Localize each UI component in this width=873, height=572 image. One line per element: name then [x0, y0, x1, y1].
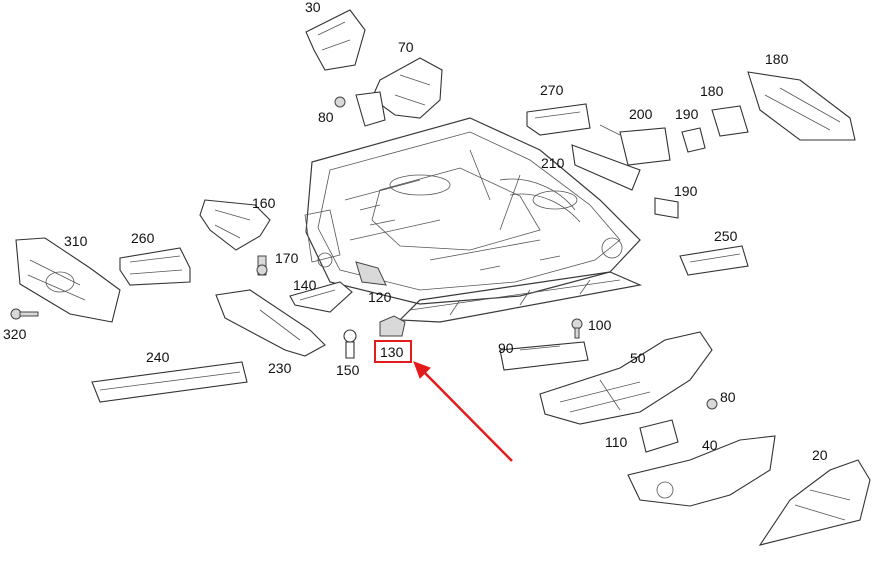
part-270	[526, 103, 591, 136]
part-130	[379, 315, 406, 337]
part-200	[599, 124, 671, 166]
part-260	[119, 247, 191, 286]
part-160	[199, 199, 271, 251]
label-40: 40	[702, 437, 718, 453]
label-180: 180	[700, 83, 724, 99]
part-50	[539, 331, 713, 425]
seat-frame	[304, 117, 643, 323]
label-80: 80	[720, 389, 736, 405]
part-120	[355, 261, 387, 286]
part-190-bottom	[654, 197, 679, 219]
part-240	[91, 361, 248, 403]
part-180-small	[711, 105, 749, 137]
part-30	[305, 9, 366, 71]
part-320	[10, 308, 39, 320]
part-labels: 30 70 80 270 200 190 180 180 210 190 160…	[3, 0, 828, 463]
highlight-arrow	[413, 361, 513, 462]
highlight-box	[374, 340, 412, 363]
label-110: 110	[605, 434, 628, 450]
label-80: 80	[318, 109, 334, 125]
part-180-large	[747, 71, 856, 141]
label-160: 160	[252, 195, 276, 211]
label-260: 260	[131, 230, 155, 246]
label-20: 20	[812, 447, 828, 463]
part-80-top	[334, 96, 346, 108]
label-250: 250	[714, 228, 738, 244]
label-200: 200	[629, 106, 653, 122]
label-140: 140	[293, 277, 317, 293]
part-210	[571, 144, 641, 191]
part-230	[215, 289, 326, 357]
part-190-top	[681, 127, 706, 153]
label-30: 30	[305, 0, 321, 15]
part-150	[343, 329, 357, 359]
part-250	[679, 245, 749, 276]
part-310	[15, 237, 121, 323]
part-140	[289, 281, 353, 313]
label-230: 230	[268, 360, 292, 376]
label-70: 70	[398, 39, 414, 55]
label-270: 270	[540, 82, 564, 98]
label-50: 50	[630, 350, 646, 366]
label-310: 310	[64, 233, 88, 249]
label-90: 90	[498, 340, 514, 356]
part-110	[639, 419, 679, 453]
label-190: 190	[674, 183, 698, 199]
label-120: 120	[368, 289, 392, 305]
label-180: 180	[765, 51, 789, 67]
label-130: 130	[380, 344, 404, 360]
label-190: 190	[675, 106, 699, 122]
part-20	[758, 459, 871, 546]
label-100: 100	[588, 317, 612, 333]
part-100	[571, 318, 583, 339]
part-70	[355, 57, 443, 127]
label-210: 210	[541, 155, 565, 171]
label-320: 320	[3, 326, 27, 342]
label-240: 240	[146, 349, 170, 365]
part-40	[627, 435, 776, 507]
part-170	[256, 255, 268, 276]
part-90	[499, 341, 589, 371]
label-150: 150	[336, 362, 360, 378]
part-80-bottom	[706, 398, 718, 410]
label-170: 170	[275, 250, 299, 266]
